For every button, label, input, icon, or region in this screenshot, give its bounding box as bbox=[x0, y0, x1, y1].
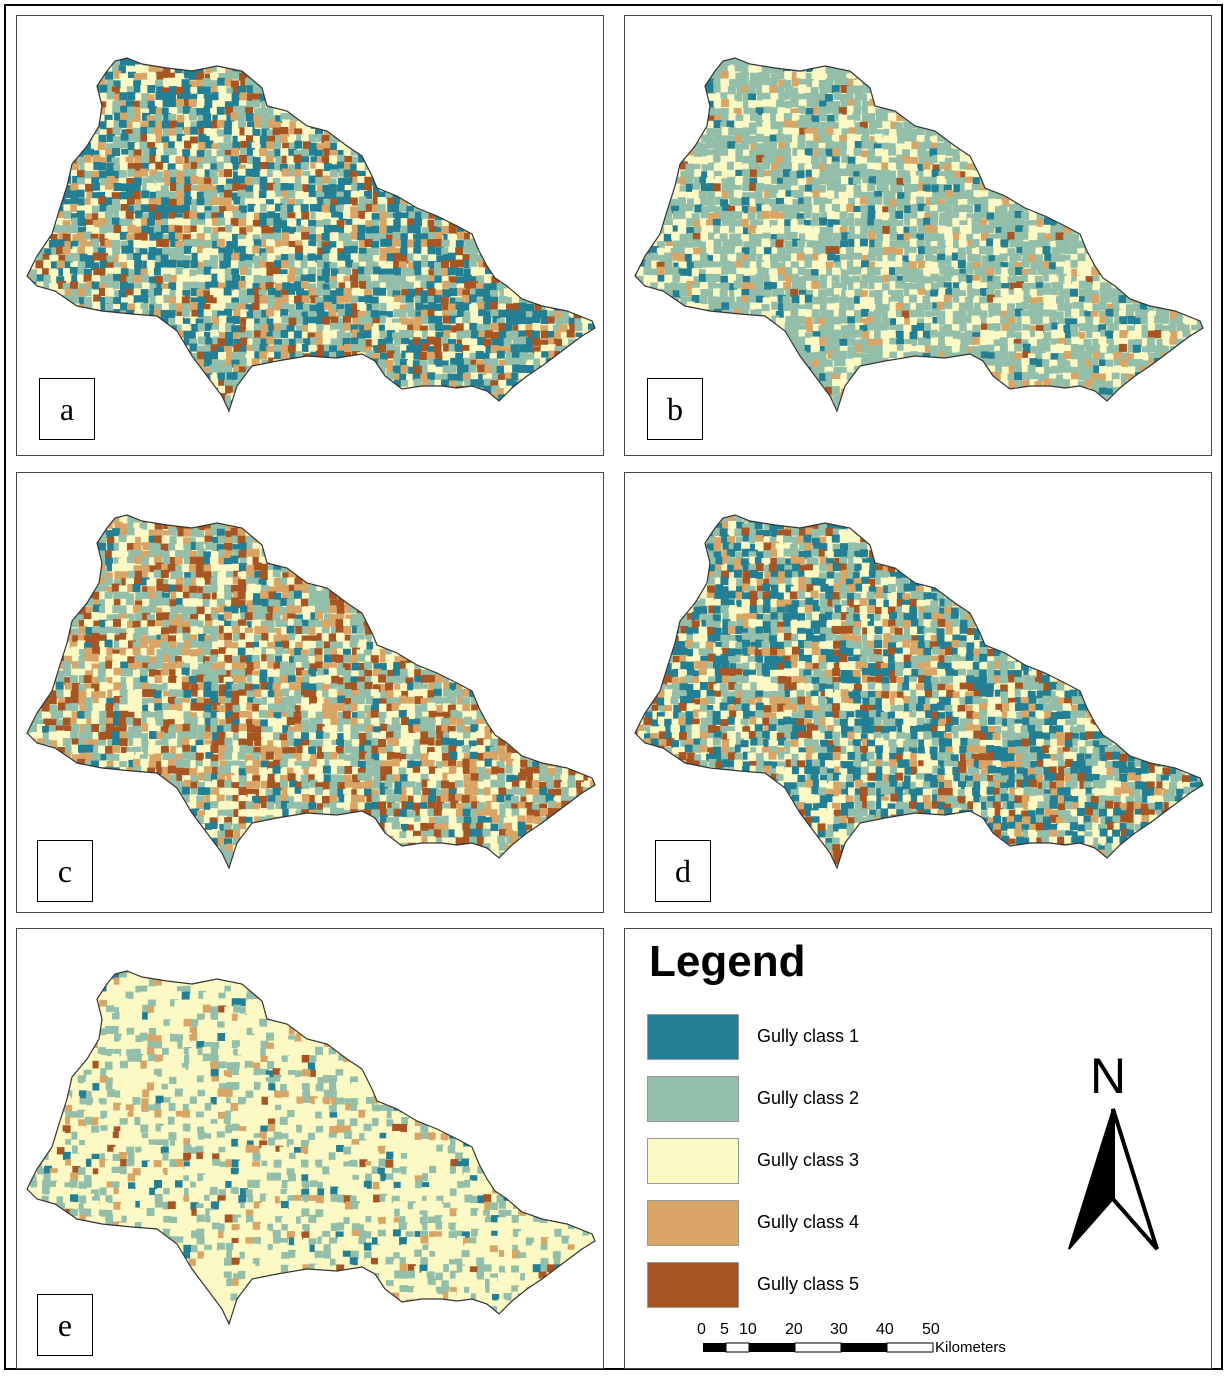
scale-bar bbox=[703, 1342, 934, 1353]
panel-label-a: a bbox=[39, 378, 95, 440]
legend-swatch bbox=[647, 1200, 739, 1246]
legend-item-class-3: Gully class 3 bbox=[647, 1138, 1027, 1186]
scale-tick-0: 0 bbox=[697, 1321, 706, 1339]
map-panel-d: d bbox=[624, 472, 1212, 913]
legend-swatch bbox=[647, 1138, 739, 1184]
scale-tick-20: 20 bbox=[785, 1321, 803, 1339]
catchment-map-c bbox=[26, 514, 596, 870]
legend-panel: Legend Gully class 1 Gully class 2 Gully… bbox=[624, 928, 1212, 1369]
catchment-map-e bbox=[26, 970, 596, 1326]
map-panel-c: c bbox=[16, 472, 604, 913]
figure-frame bbox=[4, 4, 1223, 1370]
map-panel-b: b bbox=[624, 15, 1212, 456]
legend-label: Gully class 4 bbox=[757, 1212, 859, 1233]
panel-label-c: c bbox=[37, 840, 93, 902]
north-label: N bbox=[1090, 1047, 1126, 1105]
panel-label-b: b bbox=[647, 378, 703, 440]
legend-item-class-4: Gully class 4 bbox=[647, 1200, 1027, 1248]
north-arrow-icon bbox=[1068, 1108, 1159, 1251]
legend-label: Gully class 2 bbox=[757, 1088, 859, 1109]
panel-label-d: d bbox=[655, 840, 711, 902]
catchment-map-a bbox=[26, 57, 596, 413]
legend-label: Gully class 1 bbox=[757, 1026, 859, 1047]
panel-label-e: e bbox=[37, 1294, 93, 1356]
scale-tick-5: 5 bbox=[720, 1321, 729, 1339]
legend-title: Legend bbox=[649, 937, 805, 987]
legend-swatch bbox=[647, 1076, 739, 1122]
catchment-map-b bbox=[634, 57, 1204, 413]
scale-tick-30: 30 bbox=[830, 1321, 848, 1339]
legend-swatch bbox=[647, 1262, 739, 1308]
map-panel-a: a bbox=[16, 15, 604, 456]
legend-item-class-1: Gully class 1 bbox=[647, 1014, 1027, 1062]
legend-swatch bbox=[647, 1014, 739, 1060]
legend-item-class-2: Gully class 2 bbox=[647, 1076, 1027, 1124]
catchment-map-d bbox=[634, 514, 1204, 870]
scale-tick-40: 40 bbox=[876, 1321, 894, 1339]
legend-label: Gully class 5 bbox=[757, 1274, 859, 1295]
scale-tick-10: 10 bbox=[739, 1321, 757, 1339]
scale-tick-50: 50 bbox=[922, 1321, 940, 1339]
scale-unit-label: Kilometers bbox=[935, 1339, 1006, 1356]
map-panel-e: e bbox=[16, 928, 604, 1369]
legend-item-class-5: Gully class 5 bbox=[647, 1262, 1027, 1310]
legend-label: Gully class 3 bbox=[757, 1150, 859, 1171]
